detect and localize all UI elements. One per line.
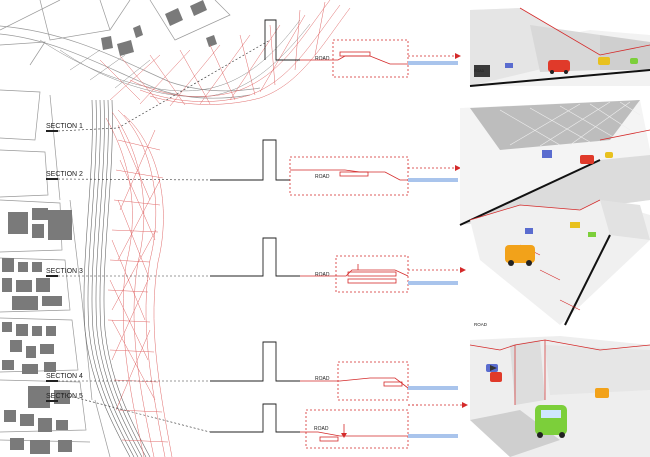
canopy-mesh-left: [105, 109, 173, 457]
section-label-4: SECTION 4: [46, 373, 83, 382]
road-detail-1: ROAD: [300, 39, 461, 78]
road-label-4: ROAD: [315, 376, 330, 382]
dark-vehicle: [474, 65, 490, 77]
render-view-4: [469, 336, 650, 457]
road-label-render-1: ROAD: [474, 69, 485, 73]
render-view-2: [459, 100, 650, 226]
leader-lines: [57, 39, 271, 433]
buildings-top: [101, 0, 217, 56]
road-label-2: ROAD: [315, 174, 330, 180]
section-1-text: SECTION 1: [46, 123, 83, 130]
road-label-render-3: ROAD: [474, 322, 488, 327]
buildings-left: [2, 208, 72, 454]
render-view-3: ROAD: [469, 199, 650, 327]
road-detail-2: ROAD: [289, 156, 461, 196]
car-icon: [535, 405, 567, 438]
road-detail-boxes: ROAD ROAD ROAD: [289, 39, 468, 449]
section-label-3: SECTION 3: [46, 268, 83, 277]
road-label-5: ROAD: [314, 426, 329, 432]
road-label-1: ROAD: [315, 56, 330, 62]
canopy-mesh-top: [39, 0, 351, 107]
street-grid-top: [0, 0, 261, 99]
section-label-5: SECTION 5: [46, 393, 83, 402]
section-2-text: SECTION 2: [46, 171, 83, 178]
site-plan: [0, 0, 351, 457]
section-4-text: SECTION 4: [46, 373, 83, 380]
section-label-2: SECTION 2: [46, 171, 83, 180]
section-5-text: SECTION 5: [46, 393, 83, 400]
road-label-3: ROAD: [315, 272, 330, 278]
section-labels: SECTION 1 SECTION 2 SECTION 3 SECTION 4 …: [46, 123, 83, 402]
section-3-text: SECTION 3: [46, 268, 83, 275]
render-view-1: ROAD: [469, 7, 650, 87]
road-detail-3: ROAD: [300, 255, 466, 293]
north-arrow-icon: [490, 365, 497, 371]
road-detail-5: ROAD: [300, 404, 458, 449]
road-detail-4: ROAD: [300, 361, 468, 408]
car-icon: [548, 60, 570, 74]
car-icon: [505, 245, 535, 266]
section-label-1: SECTION 1: [46, 123, 83, 132]
section-profiles: [210, 19, 300, 433]
roadway-curves: [83, 99, 151, 457]
canopy-pattern: [499, 101, 641, 147]
